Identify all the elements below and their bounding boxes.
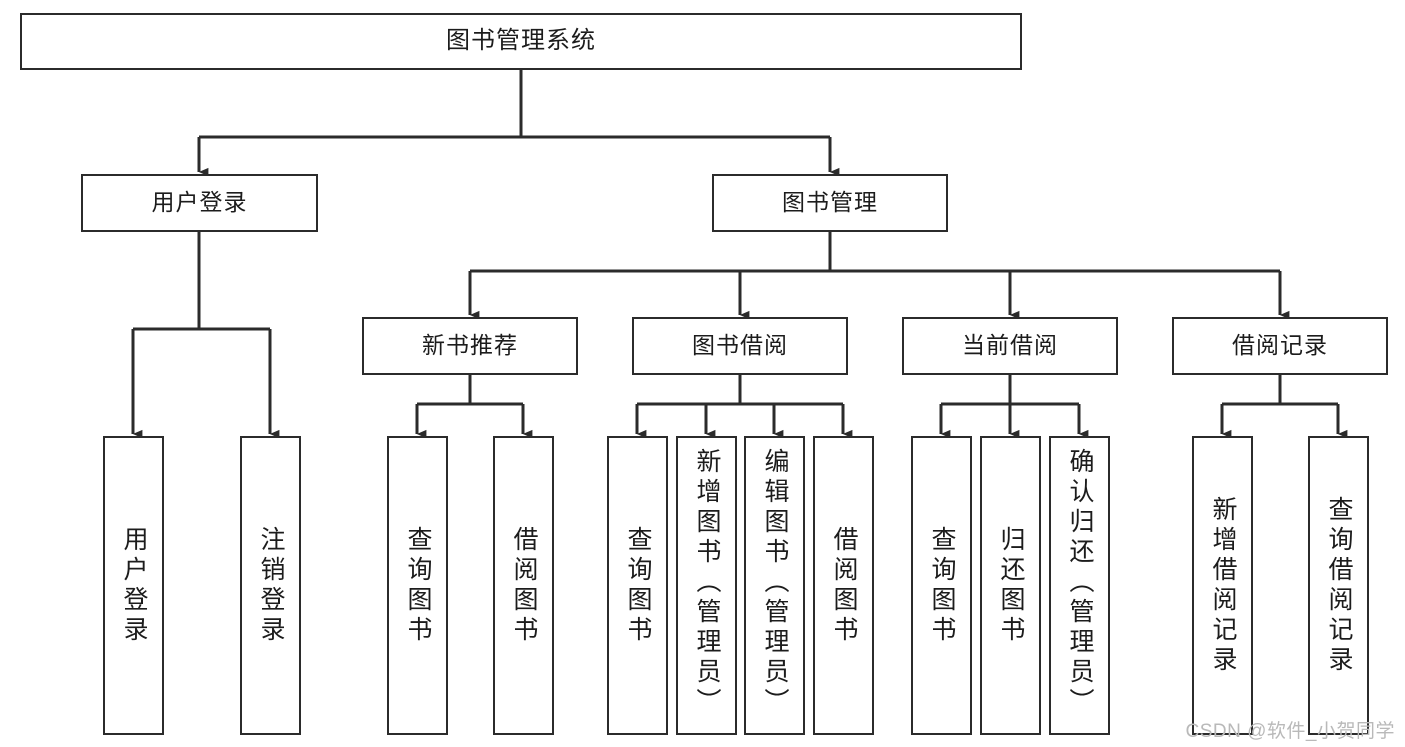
leaf-user-login-signout[interactable]: 注销登录 [240, 436, 301, 735]
node-label: 图书管理系统 [446, 27, 596, 55]
node-new-book-recommend[interactable]: 新书推荐 [362, 317, 578, 375]
leaf-user-login-signin[interactable]: 用户登录 [103, 436, 164, 735]
leaf-book-borrow-edit[interactable]: 编辑图书（管理员） [744, 436, 805, 735]
node-label: 借阅图书 [510, 525, 538, 646]
leaf-borrow-record-add[interactable]: 新增借阅记录 [1192, 436, 1253, 735]
node-label: 用户登录 [151, 189, 248, 216]
node-label: 借阅记录 [1232, 332, 1328, 359]
node-label: 归还图书 [997, 525, 1025, 646]
leaf-current-borrow-query[interactable]: 查询图书 [911, 436, 972, 735]
leaf-borrow-record-query[interactable]: 查询借阅记录 [1308, 436, 1369, 735]
node-current-borrow[interactable]: 当前借阅 [902, 317, 1118, 375]
node-label: 注销登录 [257, 525, 285, 646]
leaf-new-book-borrow[interactable]: 借阅图书 [493, 436, 554, 735]
node-label: 查询借阅记录 [1325, 495, 1353, 676]
node-label: 新书推荐 [422, 332, 518, 359]
node-label: 编辑图书（管理员） [761, 448, 789, 718]
csdn-watermark: CSDN @软件_小贺同学 [1185, 721, 1395, 742]
node-borrow-record[interactable]: 借阅记录 [1172, 317, 1388, 375]
leaf-current-borrow-return[interactable]: 归还图书 [980, 436, 1041, 735]
node-label: 当前借阅 [962, 332, 1058, 359]
node-label: 新增借阅记录 [1209, 495, 1237, 676]
node-label: 图书借阅 [692, 332, 788, 359]
leaf-new-book-query[interactable]: 查询图书 [387, 436, 448, 735]
node-label: 确认归还（管理员） [1066, 448, 1094, 718]
node-label: 图书管理 [782, 189, 878, 216]
leaf-book-borrow-add[interactable]: 新增图书（管理员） [676, 436, 737, 735]
node-label: 用户登录 [120, 525, 148, 646]
node-book-management[interactable]: 图书管理 [712, 174, 948, 232]
node-label: 新增图书（管理员） [693, 448, 721, 718]
node-label: 查询图书 [928, 525, 956, 646]
node-book-borrow[interactable]: 图书借阅 [632, 317, 848, 375]
leaf-book-borrow-borrow[interactable]: 借阅图书 [813, 436, 874, 735]
node-user-login[interactable]: 用户登录 [81, 174, 318, 232]
node-label: 借阅图书 [830, 525, 858, 646]
node-label: 查询图书 [404, 525, 432, 646]
node-root-library-system[interactable]: 图书管理系统 [20, 13, 1022, 70]
leaf-current-borrow-confirm-return[interactable]: 确认归还（管理员） [1049, 436, 1110, 735]
node-label: 查询图书 [624, 525, 652, 646]
leaf-book-borrow-query[interactable]: 查询图书 [607, 436, 668, 735]
